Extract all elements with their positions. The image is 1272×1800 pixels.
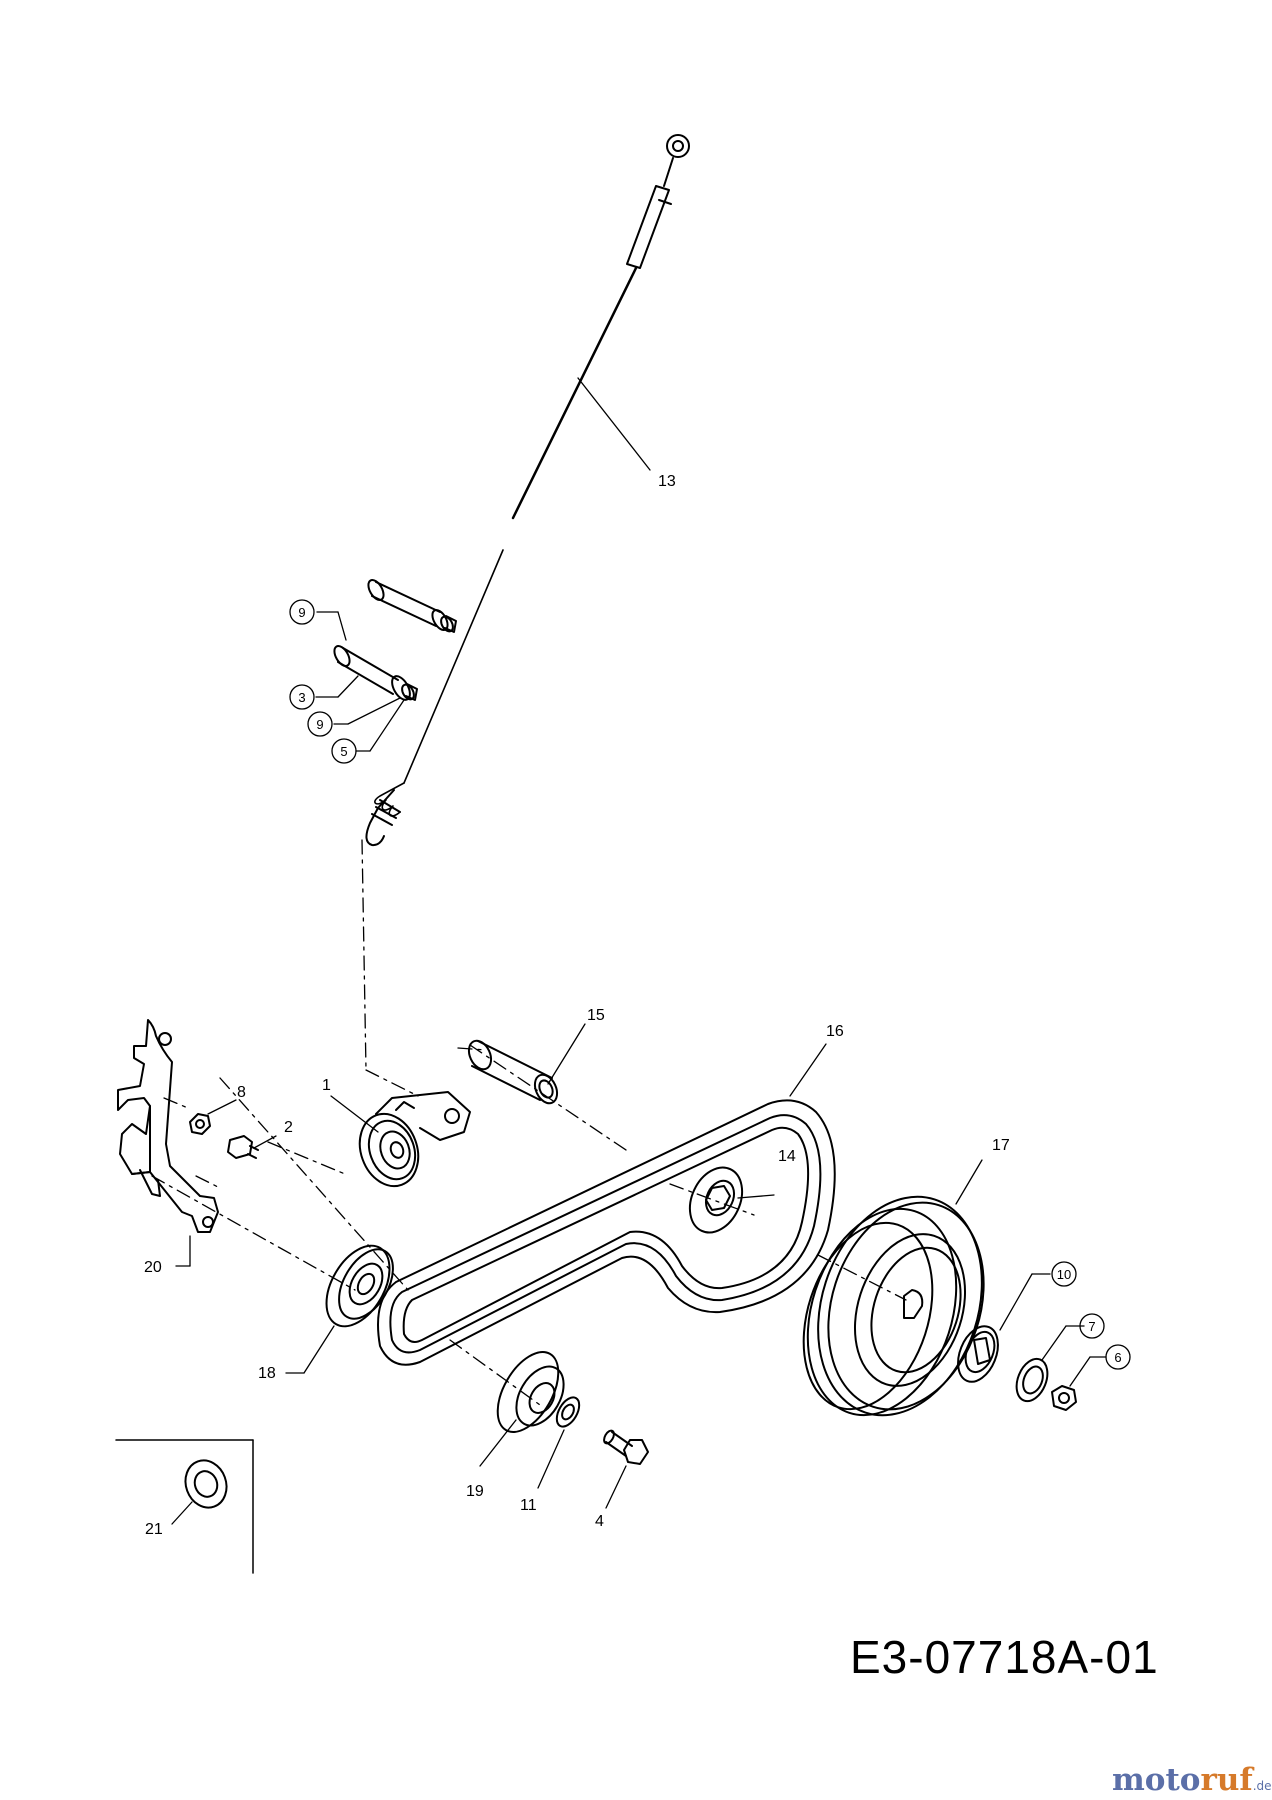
- callout-8: 8: [237, 1084, 246, 1101]
- callout-4: 4: [595, 1513, 604, 1530]
- bolt-large: [603, 1429, 649, 1465]
- hex-nut: [1051, 1385, 1077, 1411]
- guide-lines: [151, 839, 907, 1406]
- spacer-tube: [467, 1039, 559, 1105]
- callout-14: 14: [778, 1148, 796, 1165]
- bolt-small: [227, 1135, 259, 1159]
- v-belt: [377, 1099, 836, 1366]
- watermark-suffix: .de: [1252, 1779, 1272, 1793]
- callout-19: 19: [466, 1483, 484, 1500]
- callout-9-lower: 9: [316, 717, 323, 732]
- watermark-part1: moto: [1112, 1762, 1201, 1798]
- callout-17: 17: [992, 1137, 1010, 1154]
- callout-21: 21: [145, 1521, 163, 1538]
- watermark-part2: ruf: [1200, 1762, 1253, 1798]
- bracket: [117, 1019, 219, 1233]
- washer-inset: [184, 1459, 228, 1509]
- drawing-code: E3-07718A-01: [850, 1631, 1159, 1683]
- watermark-logo: motoruf.de: [1112, 1762, 1272, 1798]
- callout-10: 10: [1057, 1267, 1071, 1282]
- callout-7: 7: [1088, 1319, 1095, 1334]
- callout-9-upper: 9: [298, 605, 305, 620]
- pin-assembly: [333, 645, 418, 701]
- idler-spring-assembly: [358, 1091, 471, 1188]
- callout-20: 20: [144, 1259, 162, 1276]
- flanged-pulley: [496, 1351, 565, 1433]
- pulley-washer-left: [325, 1244, 394, 1328]
- keyed-washer: [957, 1325, 999, 1383]
- nut-small: [189, 1113, 211, 1135]
- callout-16: 16: [826, 1023, 844, 1040]
- callout-1: 1: [322, 1077, 331, 1094]
- callout-5: 5: [340, 744, 347, 759]
- washer-flat: [1015, 1357, 1049, 1403]
- callout-3: 3: [298, 690, 305, 705]
- drive-hub: [688, 1166, 744, 1234]
- control-cable: [365, 134, 690, 847]
- callout-18: 18: [258, 1365, 276, 1382]
- callout-13: 13: [658, 473, 676, 490]
- callout-6: 6: [1114, 1350, 1121, 1365]
- callout-2: 2: [284, 1119, 293, 1136]
- callout-11: 11: [520, 1497, 537, 1514]
- inset-frame: [115, 1439, 254, 1574]
- callout-rings: [289, 599, 1131, 1370]
- leader-lines: [171, 377, 1107, 1525]
- callout-15: 15: [587, 1007, 605, 1024]
- pin-upper: [367, 579, 457, 633]
- washer-small: [555, 1396, 581, 1428]
